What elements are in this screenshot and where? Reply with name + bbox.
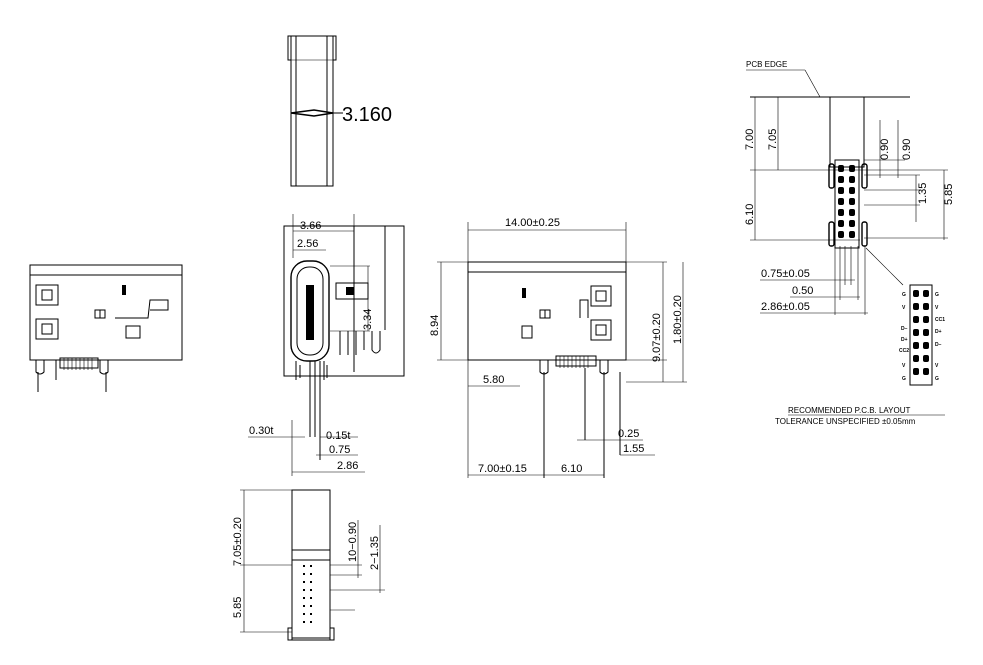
dim-025-label: 0.25 xyxy=(618,428,639,440)
dim-580-label: 5.80 xyxy=(483,374,504,386)
dim-700-label: 7.00±0.15 xyxy=(478,463,527,475)
pcb-dim-286-label: 2.86±0.05 xyxy=(761,301,810,313)
pin-right-4: D+ xyxy=(935,329,942,335)
pin-left-6: V xyxy=(902,363,906,369)
pin-left-3: D− xyxy=(901,326,908,332)
pin-left-7: G xyxy=(902,376,906,382)
dim-256-label: 2.56 xyxy=(297,238,318,250)
pcb-title-line2: TOLERANCE UNSPECIFIED ±0.05mm xyxy=(775,417,916,426)
pcb-dim-090a-label: 0.90 xyxy=(879,139,891,160)
dim-030t-label: 0.30t xyxy=(249,425,273,437)
front-view: 14.00±0.25 8.94 9.07±0.20 xyxy=(429,217,687,478)
top-view: 3.160 xyxy=(287,35,392,187)
dim-610-label: 6.10 xyxy=(561,463,582,475)
dim-075-label: 0.75 xyxy=(329,444,350,456)
pcb-dim-585-label: 5.85 xyxy=(943,184,955,205)
pin-right-3: CC1 xyxy=(935,317,945,323)
pcb-dim-610-label: 6.10 xyxy=(744,204,756,225)
pcb-dim-700-label: 7.00 xyxy=(744,129,756,150)
dim-3160-label: 3.160 xyxy=(342,104,392,126)
left-side-view xyxy=(29,264,183,392)
bottom-view: 7.05±0.20 5.85 10−0.90 2−1.35 xyxy=(232,489,385,641)
dim-155-label: 1.55 xyxy=(623,443,644,455)
side-profile-view: 3.66 2.56 3.34 0.30t 0.15t 0.75 2.86 xyxy=(248,214,405,476)
pin-right-6: V xyxy=(935,363,939,369)
pin-right-7: G xyxy=(935,376,939,382)
dim-705-bottom-label: 7.05±0.20 xyxy=(232,517,244,566)
dim-894-label: 8.94 xyxy=(429,315,441,336)
pcb-layout-view: PCB EDGE 7.00 6.10 7.05 0.90 0 xyxy=(744,60,955,426)
pcb-dim-135-label: 1.35 xyxy=(917,183,929,204)
dim-286-label: 2.86 xyxy=(337,460,358,472)
dim-length-label: 14.00±0.25 xyxy=(505,217,560,229)
dim-907-label: 9.07±0.20 xyxy=(651,313,663,362)
dim-180-label: 1.80±0.20 xyxy=(672,295,684,344)
pin-left-1: G xyxy=(902,292,906,298)
pin-left-5: CC2 xyxy=(899,348,909,354)
pcb-title-line1: RECOMMENDED P.C.B. LAYOUT xyxy=(788,406,911,415)
pcb-dim-705-label: 7.05 xyxy=(767,129,779,150)
pin-right-1: G xyxy=(935,292,939,298)
dim-334-label: 3.34 xyxy=(362,309,374,330)
pin-left-2: V xyxy=(902,305,906,311)
pin-left-4: D+ xyxy=(901,337,908,343)
pcb-dim-090b-label: 0.90 xyxy=(901,139,913,160)
pcb-dim-050-label: 0.50 xyxy=(792,285,813,297)
pin-right-5: D− xyxy=(935,342,942,348)
pcb-edge-label: PCB EDGE xyxy=(746,60,787,69)
dim-015t-label: 0.15t xyxy=(326,430,350,442)
dim-2-135-label: 2−1.35 xyxy=(369,536,381,570)
dim-585-bottom-label: 5.85 xyxy=(232,597,244,618)
dim-10-090-label: 10−0.90 xyxy=(347,522,359,562)
pin-right-2: V xyxy=(935,305,939,311)
pcb-dim-075-label: 0.75±0.05 xyxy=(761,268,810,280)
